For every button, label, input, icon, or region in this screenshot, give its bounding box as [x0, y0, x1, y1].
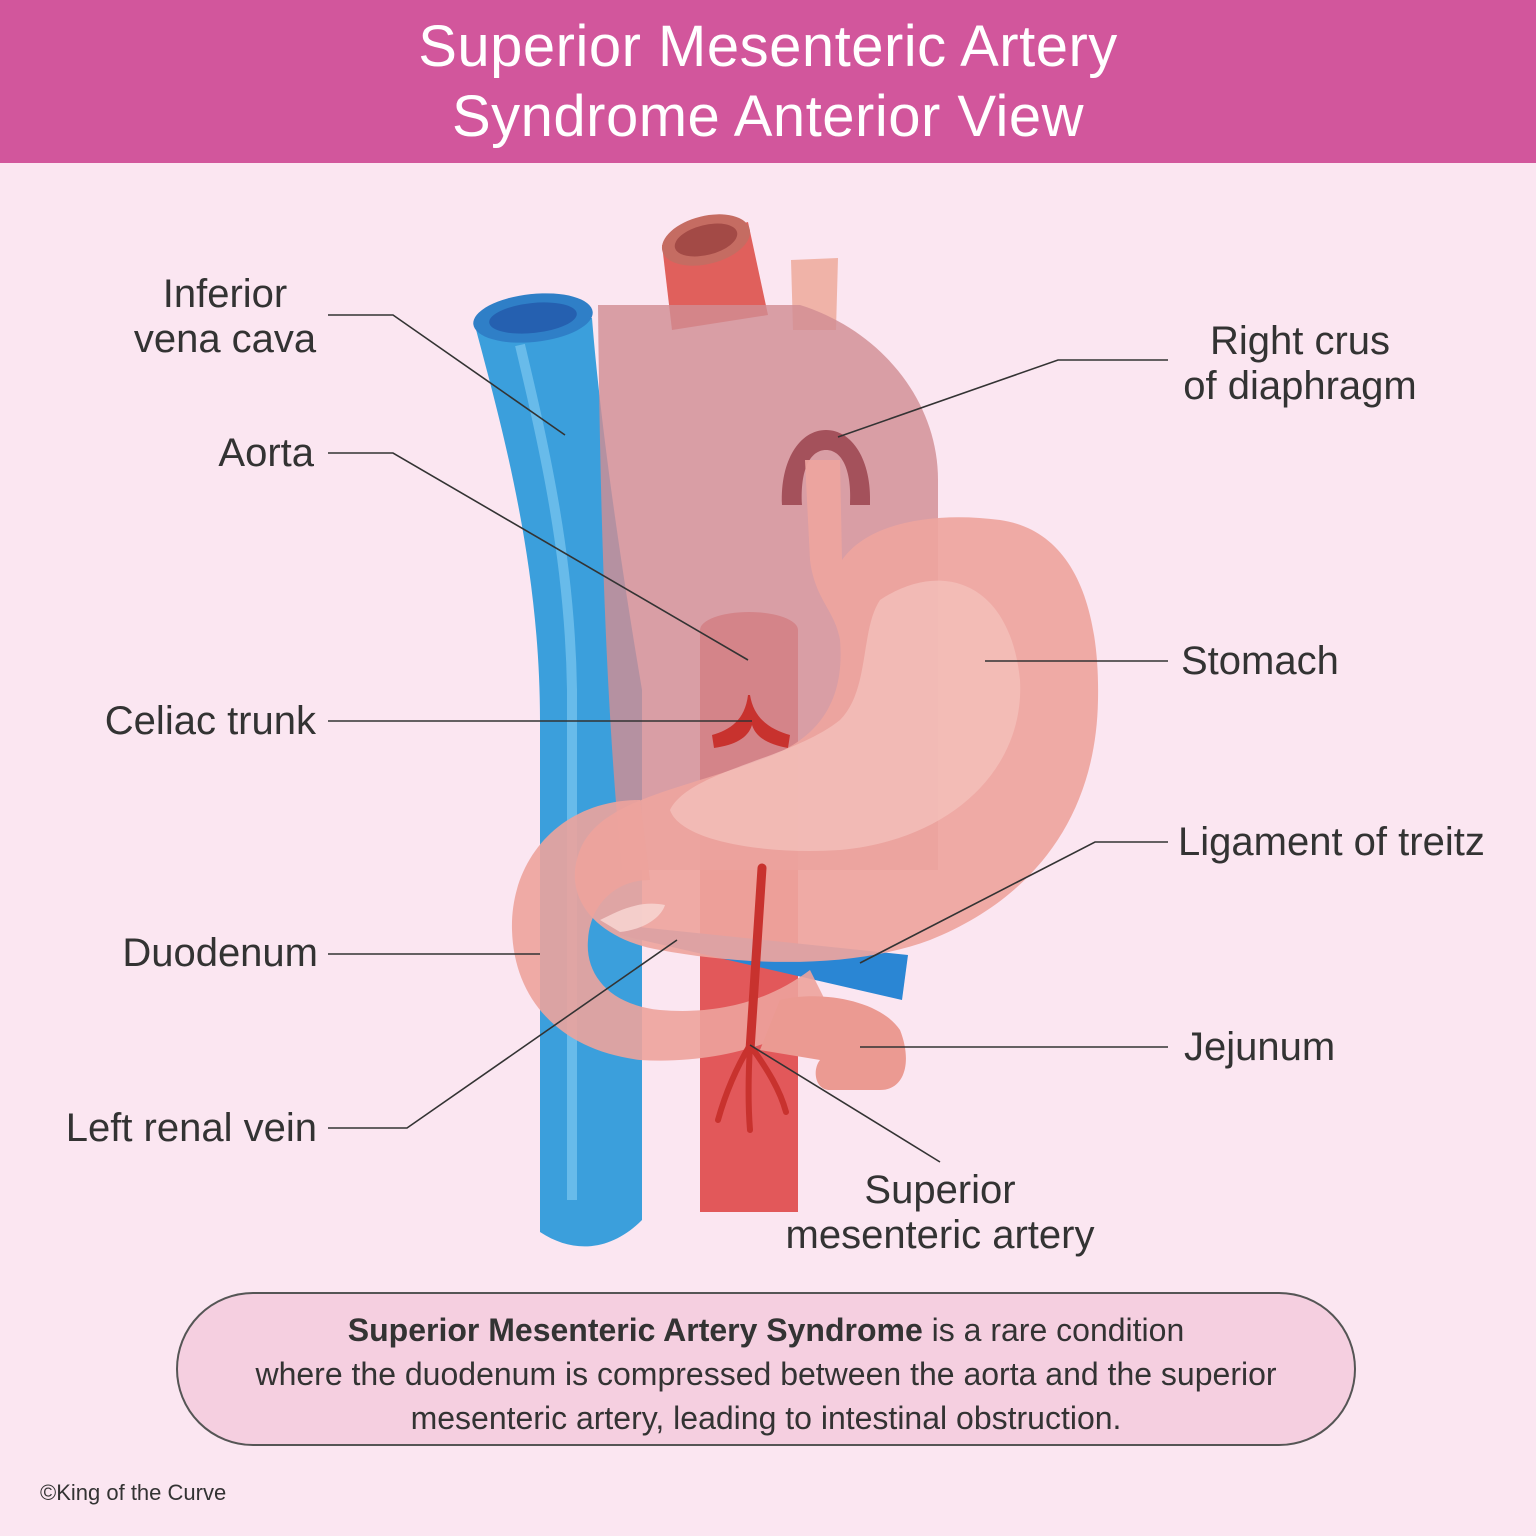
label-stomach: Stomach — [1181, 639, 1339, 683]
aorta-upper — [661, 214, 768, 330]
label-superior-mesenteric-artery: Superior mesenteric artery — [785, 1168, 1095, 1257]
leader-right-crus — [837, 359, 1168, 438]
right-crus — [781, 430, 871, 505]
definition-line-2: where the duodenum is compressed between… — [255, 1356, 1277, 1392]
duodenum-organ — [511, 800, 830, 1061]
leader-aorta — [328, 452, 749, 661]
definition-line-3: mesenteric artery, leading to intestinal… — [410, 1400, 1122, 1436]
stomach-organ — [574, 460, 1099, 962]
title-banner: Superior Mesenteric Artery Syndrome Ante… — [0, 0, 1536, 163]
definition-line-1: Superior Mesenteric Artery Syndrome is a… — [347, 1312, 1185, 1348]
label-aorta: Aorta — [218, 431, 314, 475]
label-inferior-vena-cava: Inferior vena cava — [133, 272, 317, 361]
label-right-crus: Right crus of diaphragm — [1183, 319, 1417, 408]
label-ligament-of-treitz: Ligament of treitz — [1178, 820, 1485, 864]
leader-lines — [328, 314, 1168, 1163]
definition-term: Superior Mesenteric Artery Syndrome — [347, 1312, 923, 1348]
label-celiac-trunk: Celiac trunk — [104, 699, 316, 743]
leader-sma — [749, 1044, 941, 1163]
superior-mesenteric-artery-vessel — [715, 863, 789, 1133]
label-left-renal-vein: Left renal vein — [65, 1106, 317, 1150]
definition-box: Superior Mesenteric Artery Syndrome is a… — [176, 1292, 1356, 1446]
title-line-1: Superior Mesenteric Artery — [418, 13, 1118, 79]
copyright-notice: ©King of the Curve — [40, 1480, 227, 1505]
leader-ligament — [859, 841, 1168, 964]
label-duodenum: Duodenum — [122, 931, 318, 975]
leader-left-renal-vein — [328, 939, 678, 1129]
jejunum-organ — [760, 996, 906, 1090]
leader-ivc — [328, 314, 566, 436]
label-jejunum: Jejunum — [1184, 1025, 1336, 1069]
title-line-2: Syndrome Anterior View — [451, 83, 1085, 149]
